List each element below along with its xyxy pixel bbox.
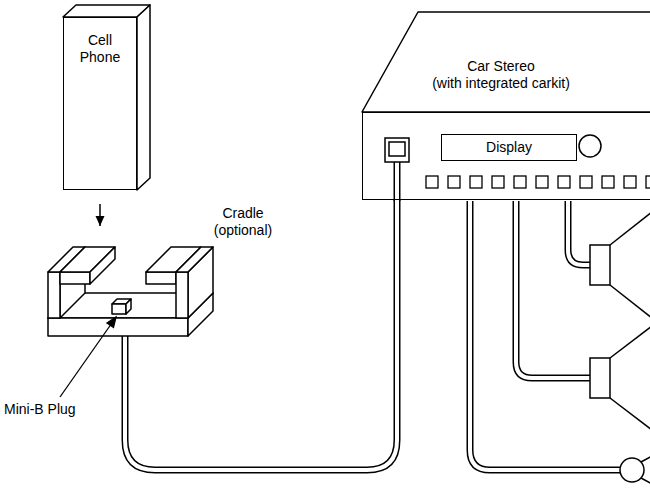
stereo-buttons bbox=[602, 176, 614, 188]
stereo-buttons bbox=[536, 176, 548, 188]
speaker-cables bbox=[470, 201, 620, 470]
speaker-cables bbox=[516, 201, 590, 378]
stereo-buttons bbox=[646, 176, 650, 188]
stereo-cable-stub bbox=[394, 160, 401, 201]
part-label: Mini-B Plug bbox=[4, 401, 76, 418]
arrow-head bbox=[96, 216, 105, 226]
stereo-buttons bbox=[492, 176, 504, 188]
connector bbox=[96, 204, 105, 226]
stereo-buttons bbox=[426, 176, 438, 188]
cradle-drawing bbox=[146, 272, 176, 284]
speaker-cables bbox=[516, 201, 590, 378]
stereo-top-face bbox=[362, 12, 650, 112]
cradle-drawing bbox=[90, 247, 115, 284]
speaker-symbol bbox=[610, 285, 650, 318]
leader-line bbox=[60, 325, 111, 397]
stereo-socket-plug bbox=[385, 138, 409, 162]
stereo-cable-stub bbox=[397, 160, 398, 201]
stereo-buttons bbox=[514, 176, 526, 188]
stereo-buttons bbox=[580, 176, 592, 188]
speaker-symbol bbox=[590, 245, 610, 285]
phone-3d-faces bbox=[63, 5, 150, 17]
stereo-box: Car Stereo (with integrated carkit)Displ… bbox=[362, 112, 650, 200]
stereo-socket-plug bbox=[385, 138, 409, 162]
node-label: Cradle (optional) bbox=[205, 205, 281, 239]
phone-3d-faces bbox=[137, 5, 150, 190]
cradle-drawing bbox=[176, 247, 213, 272]
phone-3d-faces bbox=[63, 5, 150, 190]
stereo-buttons bbox=[470, 176, 482, 188]
speaker-symbol bbox=[610, 326, 650, 358]
stereo-cable-stub bbox=[395, 160, 399, 201]
cradle-drawing bbox=[126, 299, 131, 314]
display-box: Display bbox=[441, 134, 577, 161]
cradle-drawing bbox=[48, 318, 188, 336]
cradle-shape: Cradle (optional) bbox=[46, 244, 216, 338]
phone-box: Cell Phone bbox=[63, 17, 137, 190]
leader-line bbox=[60, 317, 116, 397]
stereo-buttons bbox=[558, 176, 570, 188]
volume-knob bbox=[579, 135, 601, 157]
speaker-symbol bbox=[590, 358, 610, 398]
cradle-drawing bbox=[176, 272, 188, 318]
speaker-symbol bbox=[610, 212, 650, 245]
speaker-cables bbox=[470, 201, 620, 470]
cradle-drawing bbox=[48, 247, 213, 336]
stereo-buttons bbox=[448, 176, 460, 188]
speaker-cables bbox=[568, 201, 590, 265]
node-label: Car Stereo (with integrated carkit) bbox=[401, 58, 601, 92]
microphone-symbol bbox=[620, 458, 644, 482]
cradle-drawing bbox=[60, 272, 90, 284]
microphone-symbol bbox=[620, 456, 650, 484]
speaker-cables bbox=[568, 201, 590, 265]
stereo-buttons bbox=[624, 176, 636, 188]
microphone-symbol bbox=[641, 478, 650, 484]
speaker-cables bbox=[470, 201, 620, 470]
speaker-symbol bbox=[610, 398, 650, 430]
volume-knob bbox=[579, 135, 601, 157]
leader-line bbox=[107, 317, 116, 328]
cradle-drawing bbox=[48, 272, 60, 318]
stereo-socket-plug bbox=[389, 142, 405, 156]
node-label: Cell Phone bbox=[72, 32, 128, 66]
stereo-top-face bbox=[362, 12, 650, 112]
cradle-drawing bbox=[112, 304, 126, 314]
stereo-buttons bbox=[426, 176, 650, 188]
node-label: Display bbox=[486, 139, 532, 156]
speaker-symbol bbox=[590, 212, 650, 430]
microphone-symbol bbox=[641, 456, 650, 462]
